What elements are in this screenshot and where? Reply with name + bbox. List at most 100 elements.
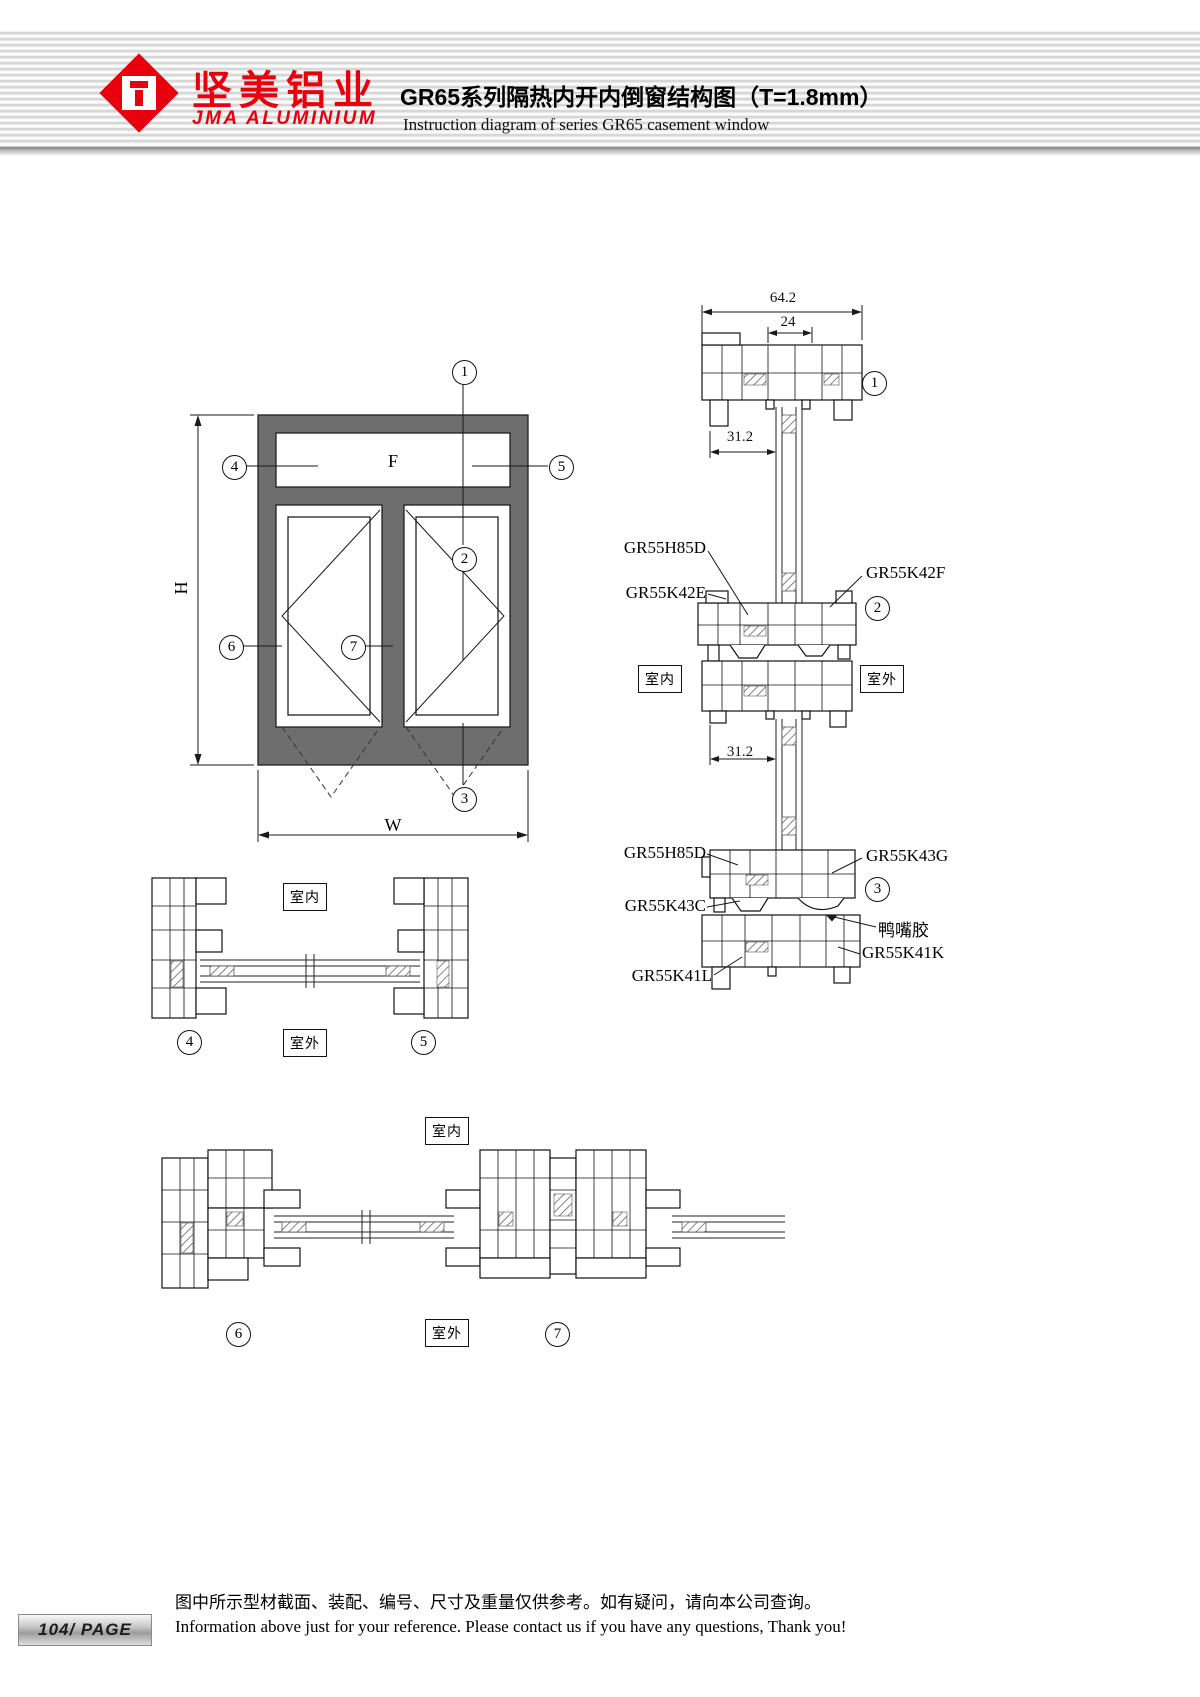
glazing-spacer xyxy=(281,1221,307,1233)
width-dim-label: W xyxy=(384,815,402,835)
transom-profile xyxy=(697,590,857,728)
page-title: GR65系列隔热内开内倒窗结构图（T=1.8mm） xyxy=(400,84,883,110)
label-gr55k41l: GR55K41L xyxy=(631,966,712,985)
label-gr55k42e: GR55K42E xyxy=(625,583,706,602)
right-jamb-profile xyxy=(393,877,469,1019)
label-gr55k42f: GR55K42F xyxy=(866,563,946,582)
right-jamb-chambers xyxy=(424,878,468,1018)
callout-4: 4 xyxy=(222,455,247,480)
thermal-break xyxy=(498,1211,514,1227)
footer-note-en: Information above just for your referenc… xyxy=(175,1617,847,1636)
outdoor-label-mullion: 室外 xyxy=(425,1319,469,1347)
callout-5: 5 xyxy=(549,455,574,480)
sill-chambers xyxy=(702,850,860,967)
page-number-badge: 104/ PAGE xyxy=(18,1614,152,1646)
left-jamb-profile xyxy=(151,877,227,1019)
brand-name-en: JMA ALUMINIUM xyxy=(192,108,378,129)
callout-2: 2 xyxy=(452,547,477,572)
label-gr55k41k: GR55K41K xyxy=(862,943,945,962)
elevation-dimension-arrows xyxy=(194,415,528,839)
callout-1-section: 1 xyxy=(862,371,887,396)
glazing-spacer xyxy=(781,414,797,434)
header-ridge xyxy=(0,147,1200,156)
thermal-break xyxy=(743,685,767,697)
vertical-section-line-art xyxy=(697,305,877,990)
head-dimension-arrows xyxy=(702,308,862,455)
gasket-arrow xyxy=(826,915,837,922)
fixed-glazing xyxy=(200,954,420,988)
callout-6: 6 xyxy=(219,635,244,660)
brand-name-cn: 坚美铝业 xyxy=(192,69,380,113)
dim-inner: 24 xyxy=(780,314,796,330)
callout-2-section: 2 xyxy=(865,596,890,621)
callout-6-section: 6 xyxy=(226,1322,251,1347)
glazing-spacer xyxy=(419,1221,445,1233)
label-gr55h85d-transom: GR55H85D xyxy=(623,538,706,557)
fixed-jamb-section-line-art xyxy=(151,877,469,1019)
callout-3: 3 xyxy=(452,787,477,812)
thermal-break xyxy=(745,874,769,886)
thermal-break xyxy=(180,1222,194,1254)
meeting-stiles-profile xyxy=(445,1149,681,1279)
callout-7: 7 xyxy=(341,635,366,660)
sash-jamb-mullion-line-art xyxy=(161,1149,785,1289)
glazing-spacer xyxy=(209,965,235,977)
elevation-line-art xyxy=(190,383,548,842)
thermal-break xyxy=(553,1193,573,1217)
header-stripes xyxy=(0,30,1200,148)
meeting-stiles-chambers xyxy=(480,1150,646,1258)
height-dim-label: H xyxy=(171,581,191,595)
callout-7-section: 7 xyxy=(545,1322,570,1347)
head-frame-profile xyxy=(701,332,863,427)
glazing-spacer xyxy=(781,816,797,836)
transom-dimension-lines xyxy=(709,725,770,765)
frame-jamb-profile xyxy=(161,1149,301,1289)
footer-note-cn: 图中所示型材截面、装配、编号、尺寸及重量仅供参考。如有疑问，请向本公司查询。 xyxy=(175,1593,821,1612)
glazing-spacer xyxy=(385,965,411,977)
label-gr55k43g: GR55K43G xyxy=(866,846,949,865)
logo-glyph-post xyxy=(135,90,143,106)
left-jamb-chambers xyxy=(152,878,196,1018)
callout-leader-lines xyxy=(243,383,548,785)
elevation-dimension-lines xyxy=(190,414,529,842)
transom-chambers xyxy=(698,603,856,711)
glazing-spacer xyxy=(781,726,797,746)
sill-leader-lines xyxy=(706,853,877,976)
indoor-label-transom: 室内 xyxy=(638,665,682,693)
indoor-label-jamb: 室内 xyxy=(283,883,327,911)
thermal-break xyxy=(436,960,450,988)
thermal-break xyxy=(743,373,767,386)
thermal-break xyxy=(226,1211,244,1227)
frame-jamb-chambers xyxy=(162,1150,272,1288)
outdoor-label-transom: 室外 xyxy=(860,665,904,693)
callout-3-section: 3 xyxy=(865,877,890,902)
glazing-spacer xyxy=(781,572,797,592)
transom-dimension-arrows xyxy=(710,756,776,762)
thermal-break xyxy=(745,941,769,953)
window-frame xyxy=(257,414,529,766)
dim-glazing-transom: 31.2 xyxy=(726,744,754,760)
thermal-break xyxy=(170,960,184,988)
dim-overall: 64.2 xyxy=(769,290,797,306)
label-gasket: 鸭嘴胶 xyxy=(878,921,929,940)
dim-glazing-head: 31.2 xyxy=(726,429,754,445)
upper-glazing xyxy=(775,407,803,603)
fixed-panel-label: F xyxy=(387,451,398,471)
thermal-break xyxy=(743,625,767,637)
callout-5-section: 5 xyxy=(411,1030,436,1055)
callout-4-section: 4 xyxy=(177,1030,202,1055)
thermal-break xyxy=(612,1211,628,1227)
sash-opening-lines xyxy=(281,509,505,723)
label-gr55k43c: GR55K43C xyxy=(624,896,706,915)
thermal-break xyxy=(823,373,840,386)
logo-glyph-bar xyxy=(130,81,148,88)
transom-leader-lines xyxy=(707,550,863,616)
indoor-label-mullion: 室内 xyxy=(425,1117,469,1145)
outdoor-label-jamb: 室外 xyxy=(283,1029,327,1057)
glazing-spacer xyxy=(681,1221,707,1233)
label-gr55h85d-sill: GR55H85D xyxy=(623,843,706,862)
page-subtitle: Instruction diagram of series GR65 casem… xyxy=(403,115,770,134)
brand-logo xyxy=(96,50,182,136)
head-frame-chambers xyxy=(702,345,862,400)
